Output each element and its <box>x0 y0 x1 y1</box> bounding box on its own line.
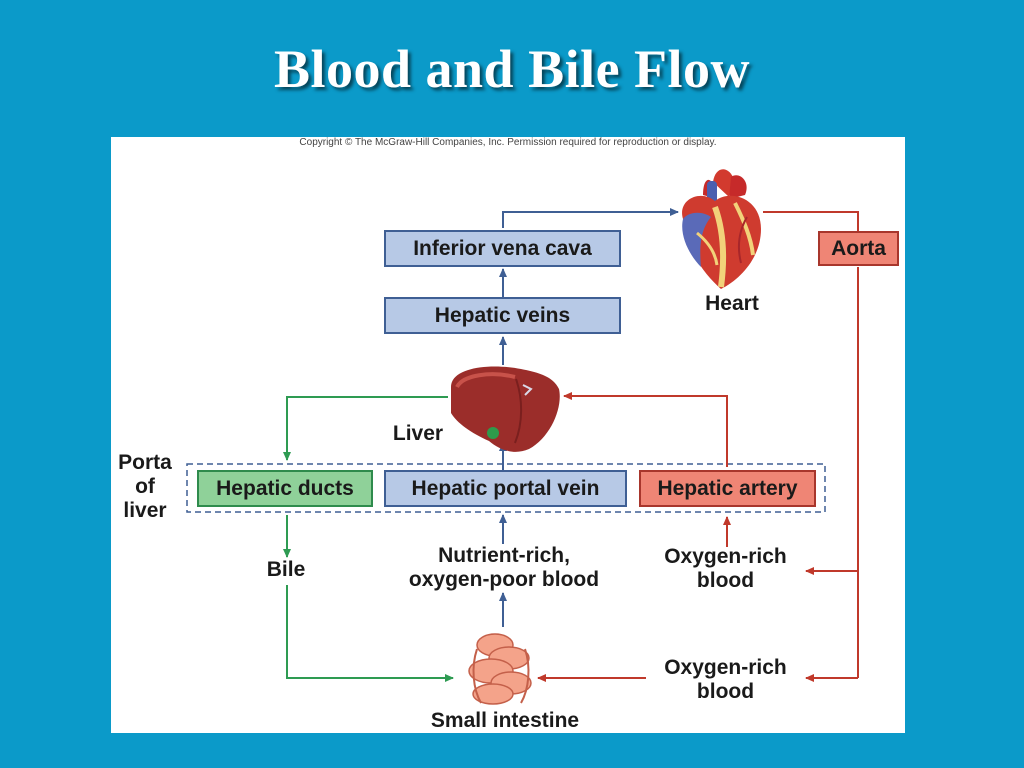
oxygen-rich-1-line1: Oxygen-rich <box>664 545 787 568</box>
aorta-box: Aorta <box>818 231 899 266</box>
liver-illustration <box>451 366 560 452</box>
porta-label-line1: Porta <box>118 451 172 474</box>
copyright-notice: Copyright © The McGraw-Hill Companies, I… <box>299 137 717 148</box>
small-intestine-label: Small intestine <box>430 709 580 732</box>
nutrient-label-line2: oxygen-poor blood <box>408 568 600 591</box>
porta-label-line3: liver <box>123 499 167 522</box>
heart-to-aorta-line <box>763 211 859 233</box>
nutrient-label-line1: Nutrient-rich, <box>438 544 570 567</box>
porta-label-line2: of <box>135 475 155 498</box>
slide-title: Blood and Bile Flow <box>273 39 751 99</box>
hepatic-veins-box: Hepatic veins <box>384 297 621 334</box>
hepatic-artery-to-liver-arrow <box>563 392 728 467</box>
oxygen-rich-2-line1: Oxygen-rich <box>664 656 787 679</box>
diagram-graphics <box>186 169 859 705</box>
hepatic-ducts-box: Hepatic ducts <box>197 470 373 507</box>
nutrient-rich-blood-label: Nutrient-rich, oxygen-poor blood <box>379 544 629 592</box>
inferior-vena-cava-box: Inferior vena cava <box>384 230 621 267</box>
porta-of-liver-label: Porta of liver <box>111 451 179 523</box>
oxygen-rich-1-line2: blood <box>696 569 755 592</box>
bile-to-intestine-arrow <box>286 585 454 682</box>
heart-illustration <box>682 169 761 289</box>
oxygen-rich-blood-label-2: Oxygen-rich blood <box>643 656 808 704</box>
porta-of-liver-dashed-border <box>186 463 826 513</box>
bile-label: Bile <box>266 558 306 581</box>
heart-label: Heart <box>705 292 759 315</box>
liver-label: Liver <box>392 422 444 445</box>
liver-to-hepatic-ducts-arrow <box>283 396 448 461</box>
oxygen-rich-blood-label-1: Oxygen-rich blood <box>643 545 808 593</box>
oxygen-rich-2-line2: blood <box>696 680 755 703</box>
hepatic-portal-vein-box: Hepatic portal vein <box>384 470 627 507</box>
blood-bile-flow-diagram: Copyright © The McGraw-Hill Companies, I… <box>111 137 905 733</box>
hepatic-artery-box: Hepatic artery <box>639 470 816 507</box>
small-intestine-illustration <box>468 633 532 705</box>
ivc-to-heart-arrow <box>502 208 679 228</box>
